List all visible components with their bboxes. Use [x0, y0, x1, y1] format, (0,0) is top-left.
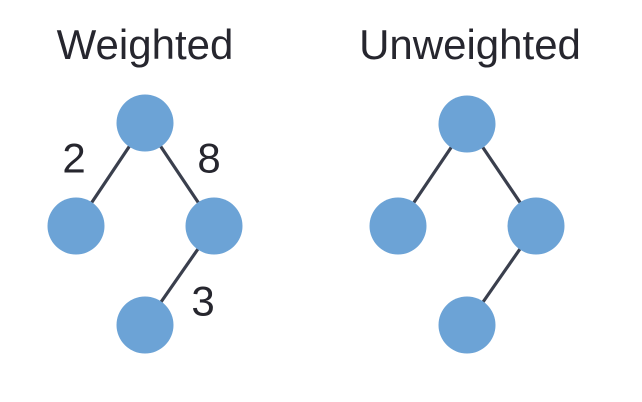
- tree-node: [185, 197, 243, 255]
- unweighted-tree-title: Unweighted: [359, 21, 581, 68]
- unweighted-tree-canvas: [369, 95, 565, 354]
- tree-node: [47, 197, 105, 255]
- tree-node: [116, 94, 174, 152]
- weighted-tree-title: Weighted: [56, 21, 234, 68]
- weighted-tree-canvas: 2 8 3: [47, 94, 243, 354]
- tree-node: [438, 296, 496, 354]
- unweighted-tree-diagram: Unweighted: [322, 0, 642, 402]
- tree-node: [116, 296, 174, 354]
- edge-weight-label: 8: [197, 135, 220, 182]
- weighted-tree-diagram: Weighted 2 8 3: [47, 21, 243, 354]
- tree-node: [369, 197, 427, 255]
- edge-weight-label: 2: [62, 135, 85, 182]
- tree-node: [507, 197, 565, 255]
- tree-node: [438, 95, 496, 153]
- edge-weight-label: 3: [191, 278, 214, 325]
